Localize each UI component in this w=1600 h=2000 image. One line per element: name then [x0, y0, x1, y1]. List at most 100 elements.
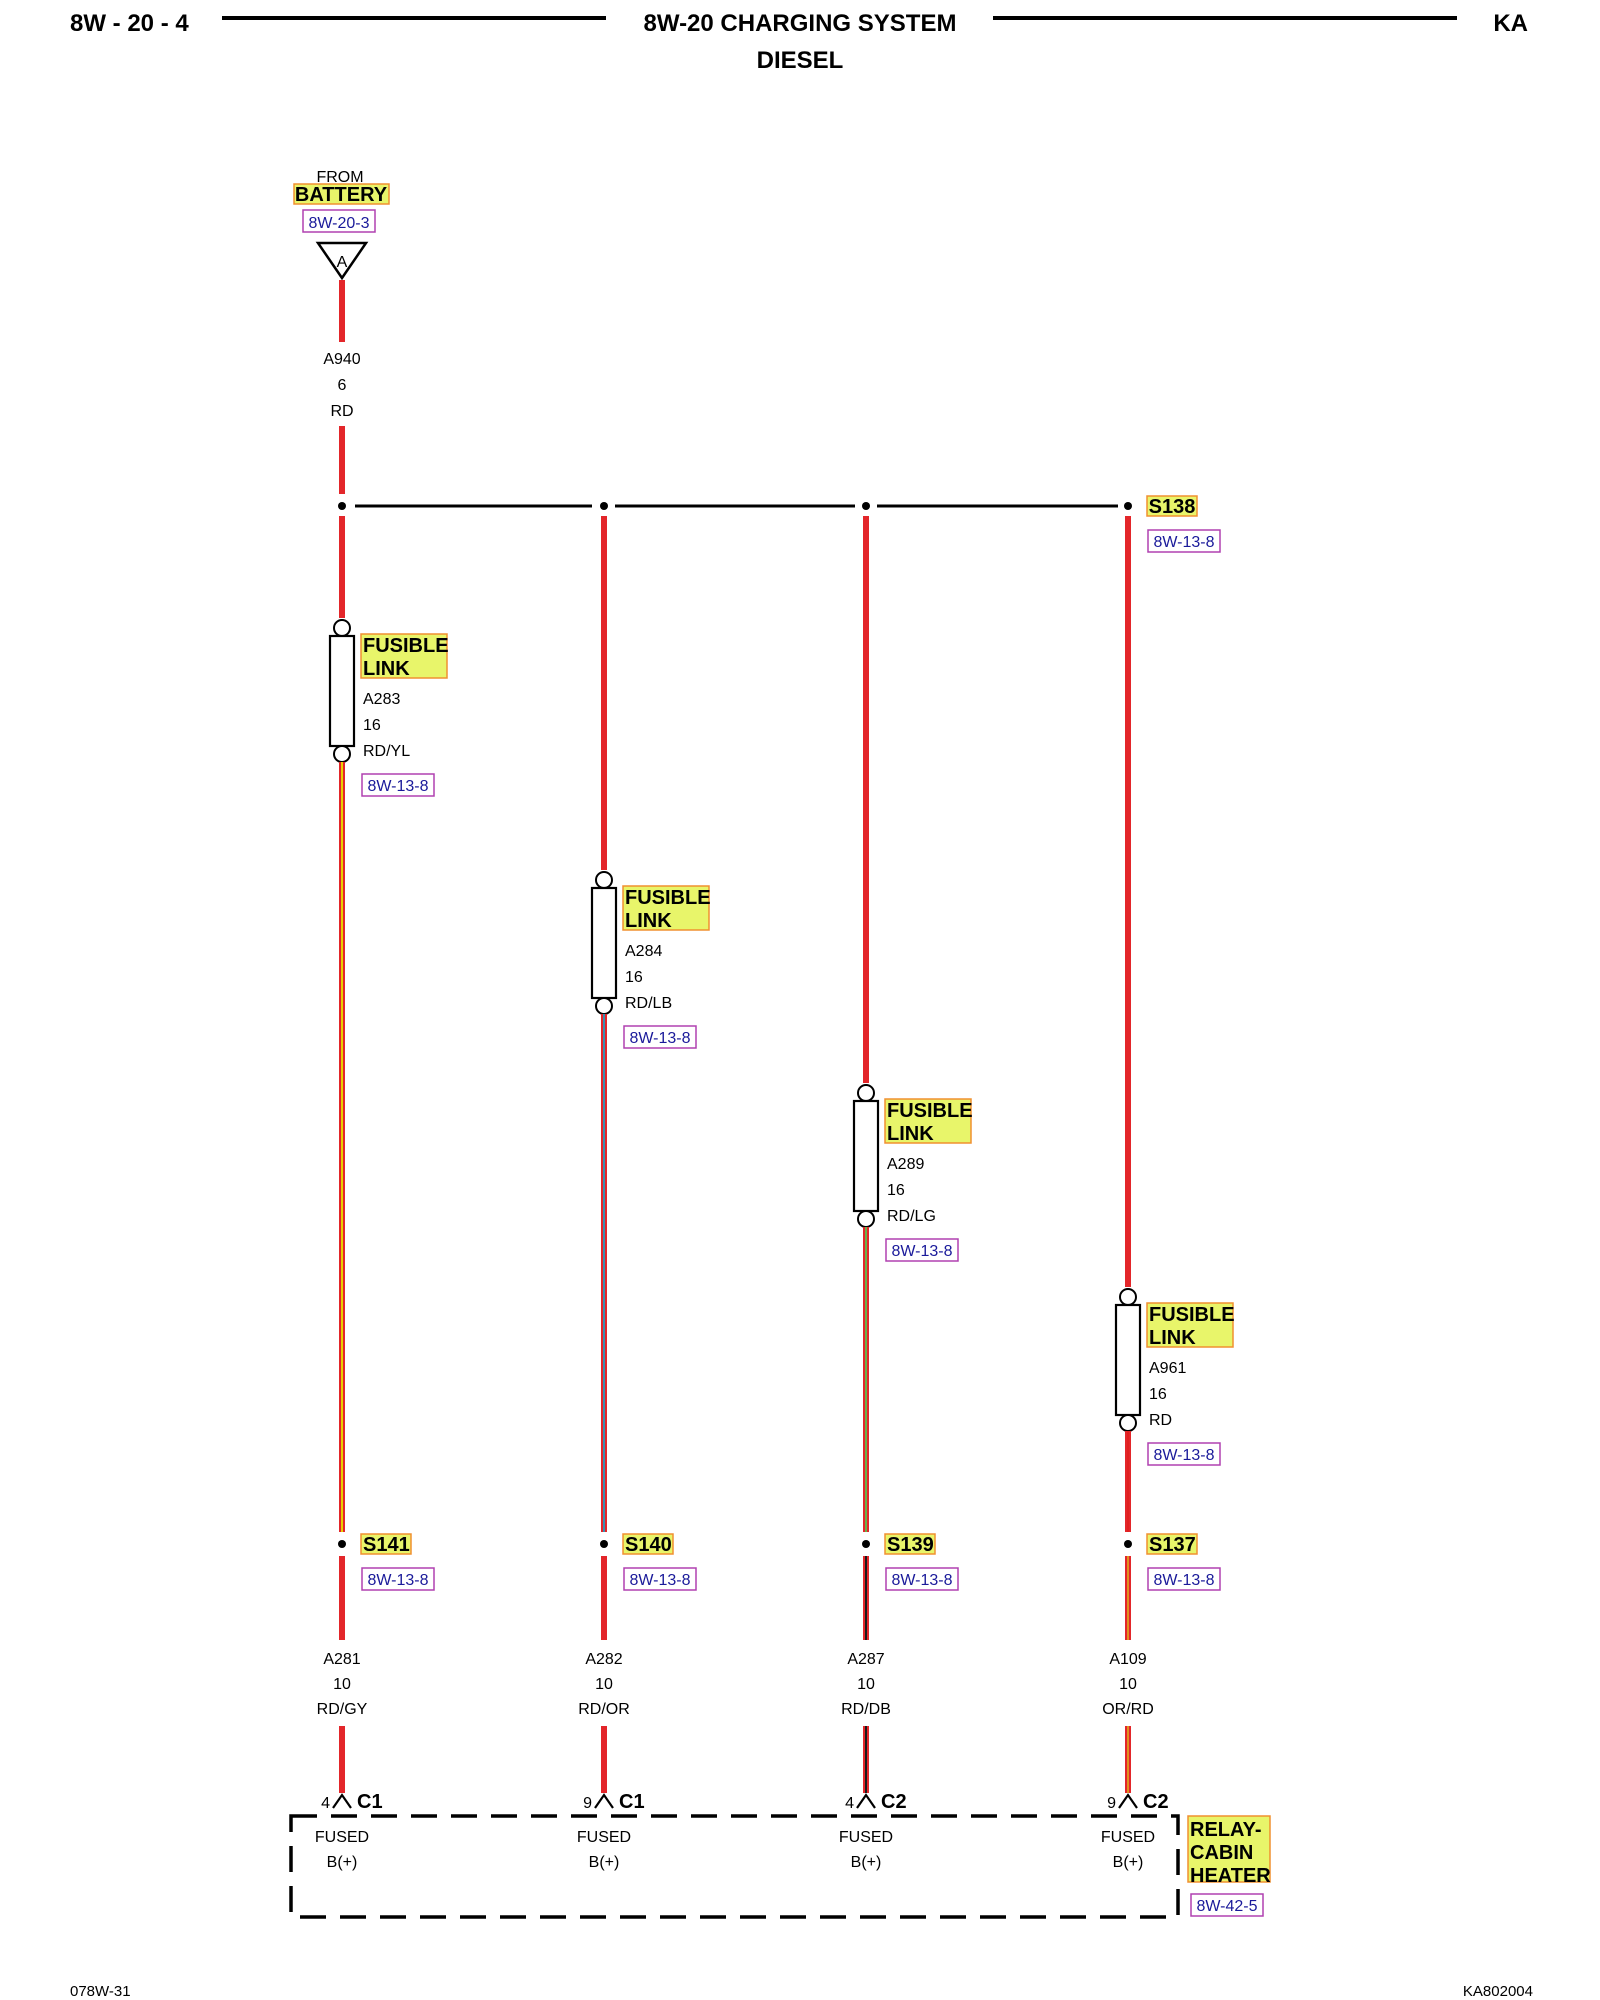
branch-1-fuse-terminal-bottom	[333, 745, 351, 763]
branch-2-output-color: RD/OR	[578, 1701, 630, 1718]
branch-1-connector-pin-icon	[332, 1793, 352, 1809]
branch-2-fuse-ref-link[interactable]: 8W-13-8	[629, 1030, 690, 1047]
branch-3-output-circuit: A287	[847, 1651, 884, 1668]
branch-2-splice-ref-link[interactable]: 8W-13-8	[629, 1572, 690, 1589]
branch-3-output-color: RD/DB	[841, 1701, 891, 1718]
branch-3-splice-highlight	[884, 1533, 936, 1555]
branch-1-terminal-line-1: FUSED	[315, 1829, 369, 1846]
branch-3-fuse-label-line-1: FUSIBLE	[887, 1100, 973, 1122]
footer-left-code: 078W-31	[70, 1983, 131, 2000]
branch-3-splice-ref-link[interactable]: 8W-13-8	[891, 1572, 952, 1589]
branch-4-fuse-ref-link[interactable]: 8W-13-8	[1153, 1447, 1214, 1464]
relay-ref-link[interactable]: 8W-42-5	[1196, 1898, 1257, 1915]
branch-4-splice-ref-link[interactable]: 8W-13-8	[1153, 1572, 1214, 1589]
branch-3-fuse-ref-box[interactable]	[885, 1238, 959, 1262]
branch-1-splice-ref-link[interactable]: 8W-13-8	[367, 1572, 428, 1589]
branch-3-splice-label: S139	[887, 1534, 934, 1556]
branch-2-terminal-line-1: FUSED	[577, 1829, 631, 1846]
branch-4-fuse-label-line-2: LINK	[1149, 1327, 1196, 1349]
branch-3-fuse-terminal-bottom	[857, 1210, 875, 1228]
branch-1-fuse-label-highlight	[360, 633, 448, 679]
branch-1-splice-highlight	[360, 1533, 412, 1555]
relay-name-highlight	[1187, 1815, 1271, 1883]
branch-2-fusible-link-icon	[590, 886, 618, 1000]
branch-2-connector-pin-icon	[594, 1793, 614, 1809]
branch-1-connector-id: C1	[357, 1791, 383, 1813]
branch-3-splice-ref-box[interactable]	[885, 1567, 959, 1591]
feed-wire-circuit: A940	[323, 351, 360, 368]
relay-cabin-heater-box	[289, 1814, 1180, 1919]
battery-highlight	[293, 183, 390, 205]
branch-3-fuse-color: RD/LG	[887, 1208, 936, 1225]
connector-a-label: A	[337, 254, 348, 271]
branch-3-fuse-circuit: A289	[887, 1156, 924, 1173]
battery-ref-link[interactable]: 8W-20-3	[308, 215, 369, 232]
branch-3-terminal-line-1: FUSED	[839, 1829, 893, 1846]
branch-2-splice-ref-box[interactable]	[623, 1567, 697, 1591]
branch-4-fuse-color: RD	[1149, 1412, 1172, 1429]
branch-2-fuse-gauge: 16	[625, 969, 643, 986]
branch-3-output-gauge: 10	[857, 1676, 875, 1693]
branch-2-fuse-terminal-bottom	[595, 997, 613, 1015]
branch-1-fusible-link-icon	[328, 634, 356, 748]
branch-2-fuse-color: RD/LB	[625, 995, 672, 1012]
relay-name-line-1: RELAY-	[1190, 1819, 1262, 1841]
branch-4-fuse-label-line-1: FUSIBLE	[1149, 1304, 1235, 1326]
branch-1-splice-dot	[338, 1540, 346, 1548]
branch-3-fusible-link-icon	[852, 1099, 880, 1213]
branch-2-bus-dot	[600, 502, 608, 510]
branch-1-fuse-color: RD/YL	[363, 743, 410, 760]
branch-3-fuse-terminal-top	[857, 1084, 875, 1102]
branch-4-fuse-circuit: A961	[1149, 1360, 1186, 1377]
model-code: KA	[1493, 10, 1528, 37]
branch-2-splice-dot	[600, 1540, 608, 1548]
splice-s138-ref-box[interactable]	[1147, 529, 1221, 553]
branch-3-fuse-gauge: 16	[887, 1182, 905, 1199]
branch-1-splice-ref-box[interactable]	[361, 1567, 435, 1591]
branch-1-fuse-label-line-2: LINK	[363, 658, 410, 680]
connector-a-icon	[315, 241, 369, 281]
relay-ref-box[interactable]	[1190, 1893, 1264, 1917]
branch-2-connector-id: C1	[619, 1791, 645, 1813]
branch-3-fuse-label-line-2: LINK	[887, 1123, 934, 1145]
branch-4-splice-label: S137	[1149, 1534, 1196, 1556]
splice-s138-highlight	[1146, 495, 1198, 517]
branch-1-fuse-terminal-top	[333, 619, 351, 637]
branch-4-output-circuit: A109	[1109, 1651, 1146, 1668]
feed-wire-color: RD	[330, 403, 353, 420]
branch-4-splice-ref-box[interactable]	[1147, 1567, 1221, 1591]
branch-3-fuse-label-highlight	[884, 1098, 972, 1144]
branch-3-splice-dot	[862, 1540, 870, 1548]
branch-4-bus-dot	[1124, 502, 1132, 510]
branch-3-connector-pin-icon	[856, 1793, 876, 1809]
branch-1-output-gauge: 10	[333, 1676, 351, 1693]
branch-1-bus-dot	[338, 502, 346, 510]
branch-2-fuse-label-highlight	[622, 885, 710, 931]
branch-4-splice-highlight	[1146, 1533, 1198, 1555]
splice-s138-ref-link[interactable]: 8W-13-8	[1153, 534, 1214, 551]
branch-4-fuse-ref-box[interactable]	[1147, 1442, 1221, 1466]
battery-ref-box[interactable]	[302, 209, 376, 233]
branch-1-output-color: RD/GY	[317, 1701, 368, 1718]
branch-3-pin-number: 4	[845, 1795, 854, 1812]
battery-label: BATTERY	[295, 184, 388, 206]
branch-1-output-circuit: A281	[323, 1651, 360, 1668]
branch-4-terminal-line-1: FUSED	[1101, 1829, 1155, 1846]
page-title: 8W-20 CHARGING SYSTEM	[644, 10, 957, 37]
feed-wire-gauge: 6	[338, 377, 347, 394]
branch-1-fuse-ref-box[interactable]	[361, 773, 435, 797]
branch-1-fuse-label-line-1: FUSIBLE	[363, 635, 449, 657]
branch-4-fusible-link-icon	[1114, 1303, 1142, 1417]
branch-1-fuse-ref-link[interactable]: 8W-13-8	[367, 778, 428, 795]
relay-name-line-2: CABIN	[1190, 1842, 1253, 1864]
branch-circuits: FUSIBLELINKA28316RD/YL8W-13-8S1418W-13-8…	[315, 502, 1235, 1871]
branch-1-fuse-circuit: A283	[363, 691, 400, 708]
branch-3-fuse-ref-link[interactable]: 8W-13-8	[891, 1243, 952, 1260]
source-from-label: FROM	[316, 169, 363, 186]
branch-1-splice-label: S141	[363, 1534, 410, 1556]
branch-3-bus-dot	[862, 502, 870, 510]
branch-2-fuse-ref-box[interactable]	[623, 1025, 697, 1049]
branch-2-splice-highlight	[622, 1533, 674, 1555]
